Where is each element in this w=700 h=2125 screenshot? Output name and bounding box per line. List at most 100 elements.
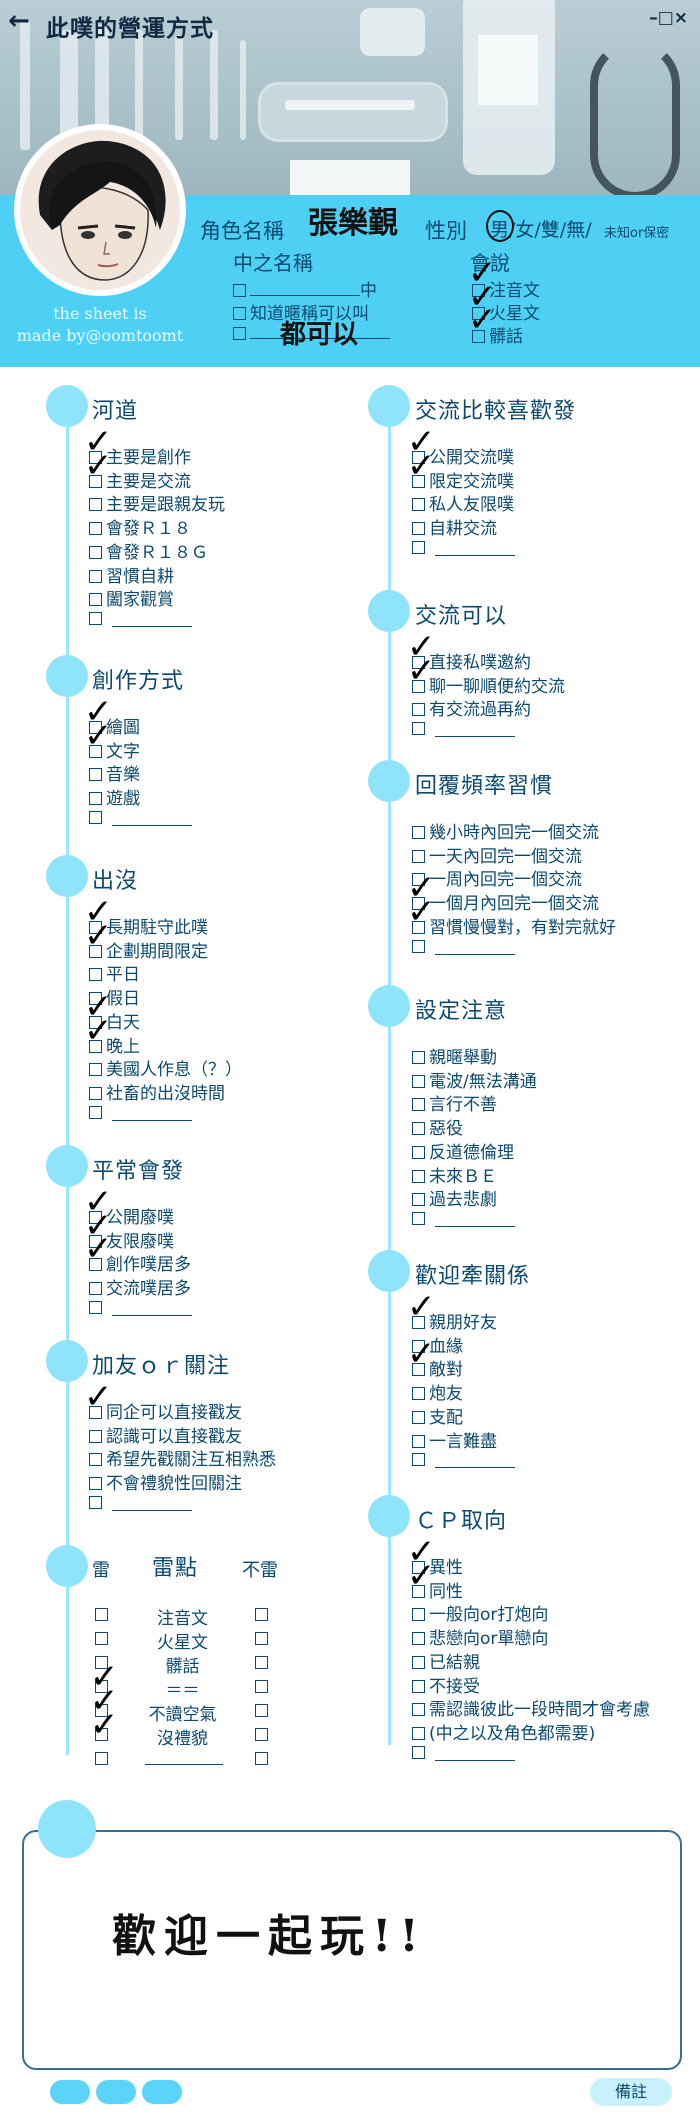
checkbox[interactable] (412, 540, 425, 554)
checklist-item[interactable]: 私人友限噗 (412, 490, 514, 515)
not-landmine-checkbox[interactable] (255, 1680, 268, 1693)
checklist-item[interactable]: 電波/無法溝通 (412, 1067, 537, 1092)
checklist-item[interactable]: 社畜的出沒時間 (89, 1079, 225, 1104)
checkbox[interactable] (89, 1039, 102, 1053)
checklist-item[interactable] (89, 808, 192, 828)
checklist-item[interactable]: 同性 (412, 1577, 463, 1602)
landmine-checkbox[interactable] (95, 1728, 108, 1741)
checklist-item[interactable] (89, 1493, 192, 1513)
landmine-checkbox[interactable] (95, 1680, 108, 1693)
checklist-item[interactable]: 企劃期間限定 (89, 937, 208, 962)
checkbox[interactable] (89, 992, 102, 1006)
checkbox[interactable] (89, 1234, 102, 1248)
checkbox[interactable] (412, 1608, 425, 1622)
back-arrow-icon[interactable]: ← (8, 6, 30, 36)
checkbox[interactable] (412, 679, 425, 693)
checkbox[interactable] (233, 284, 246, 297)
not-landmine-checkbox[interactable] (255, 1728, 268, 1741)
page-pill-1[interactable] (50, 2080, 90, 2104)
memo-box[interactable] (22, 1830, 682, 2070)
checkbox[interactable] (89, 968, 102, 982)
checklist-item[interactable]: 過去悲劇 (412, 1185, 497, 1210)
speak-option-3[interactable]: 髒話 (472, 322, 523, 347)
checkbox[interactable] (89, 1495, 102, 1509)
checklist-item[interactable]: 公開廢噗 (89, 1203, 174, 1228)
checkbox[interactable] (89, 921, 102, 934)
blank-line[interactable] (435, 1747, 515, 1761)
checklist-item[interactable]: 主要是交流 (89, 467, 191, 492)
checkbox[interactable] (89, 1477, 102, 1491)
checkbox[interactable] (89, 545, 102, 559)
not-landmine-checkbox[interactable] (255, 1752, 268, 1765)
checkbox[interactable] (412, 1703, 425, 1717)
checklist-item[interactable]: 一天內回完一個交流 (412, 842, 582, 867)
checklist-item[interactable]: 限定交流噗 (412, 467, 514, 492)
gender-options[interactable]: 男/女/雙/無/ (490, 219, 592, 241)
checkbox[interactable] (412, 1679, 425, 1693)
checklist-item[interactable]: 一言難盡 (412, 1427, 497, 1452)
checkbox[interactable] (472, 284, 485, 297)
checkbox[interactable] (412, 1363, 425, 1377)
checkbox[interactable] (412, 873, 425, 887)
checklist-item[interactable]: 幾小時內回完一個交流 (412, 818, 599, 843)
checklist-item[interactable]: 習慣慢慢對，有對完就好 (412, 913, 616, 938)
checkbox[interactable] (412, 656, 425, 669)
checklist-item[interactable]: 認識可以直接戳友 (89, 1422, 242, 1447)
checklist-item[interactable]: 希望先戳關注互相熟悉 (89, 1445, 276, 1470)
landmine-checkbox[interactable] (95, 1608, 108, 1621)
checklist-item[interactable]: 親朋好友 (412, 1308, 497, 1333)
not-landmine-checkbox[interactable] (255, 1704, 268, 1717)
checkbox[interactable] (412, 1169, 425, 1183)
checkbox[interactable] (89, 1300, 102, 1314)
checklist-item[interactable] (412, 719, 515, 739)
checkbox[interactable] (412, 1074, 425, 1088)
checkbox[interactable] (89, 593, 102, 607)
checklist-item[interactable] (89, 1103, 192, 1123)
checkbox[interactable] (412, 1726, 425, 1740)
checklist-item[interactable]: 不接受 (412, 1672, 480, 1697)
window-controls[interactable]: –□× (649, 8, 688, 28)
checkbox[interactable] (89, 1258, 102, 1272)
checkbox[interactable] (89, 1406, 102, 1419)
checklist-item[interactable]: 創作噗居多 (89, 1250, 191, 1275)
checklist-item[interactable]: 美國人作息（？） (89, 1055, 242, 1080)
checklist-item[interactable]: 親暱舉動 (412, 1043, 497, 1068)
speak-option-2[interactable]: 火星文 (472, 299, 540, 324)
checkbox[interactable] (412, 1410, 425, 1424)
checklist-item[interactable]: 有交流過再約 (412, 695, 531, 720)
checkbox[interactable] (412, 1122, 425, 1136)
checkbox[interactable] (89, 451, 102, 464)
blank-line[interactable] (112, 1497, 192, 1511)
page-pill-2[interactable] (96, 2080, 136, 2104)
notes-button[interactable]: 備註 (590, 2078, 672, 2106)
checkbox[interactable] (412, 1145, 425, 1159)
speak-option-1[interactable]: 注音文 (472, 276, 540, 301)
checkbox[interactable] (233, 327, 246, 340)
checklist-item[interactable]: 一個月內回完一個交流 (412, 889, 599, 914)
checkbox[interactable] (89, 768, 102, 782)
checkbox[interactable] (89, 1429, 102, 1443)
checklist-item[interactable]: 血緣 (412, 1332, 463, 1357)
checklist-item[interactable] (89, 609, 192, 629)
checklist-item[interactable]: 音樂 (89, 760, 140, 785)
checklist-item[interactable]: 友限廢噗 (89, 1227, 174, 1252)
checkbox[interactable] (412, 849, 425, 863)
checklist-item[interactable]: 長期駐守此噗 (89, 913, 208, 938)
checklist-item[interactable]: 一周內回完一個交流 (412, 865, 582, 890)
checklist-item[interactable]: 炮友 (412, 1379, 463, 1404)
checklist-item[interactable] (412, 538, 515, 558)
checkbox[interactable] (233, 307, 246, 320)
checkbox[interactable] (412, 474, 425, 488)
checkbox[interactable] (89, 810, 102, 824)
checklist-item[interactable]: 文字 (89, 737, 140, 762)
checklist-item[interactable]: 晚上 (89, 1032, 140, 1057)
checkbox[interactable] (412, 1387, 425, 1401)
checklist-item[interactable]: 自耕交流 (412, 514, 497, 539)
checkbox[interactable] (412, 1051, 425, 1064)
checklist-item[interactable] (412, 1209, 515, 1229)
checklist-item[interactable]: 主要是創作 (89, 443, 191, 468)
checklist-item[interactable]: 交流噗居多 (89, 1274, 191, 1299)
landmine-checkbox[interactable] (95, 1656, 108, 1669)
landmine-checkbox[interactable] (95, 1704, 108, 1717)
checklist-item[interactable]: 公開交流噗 (412, 443, 514, 468)
